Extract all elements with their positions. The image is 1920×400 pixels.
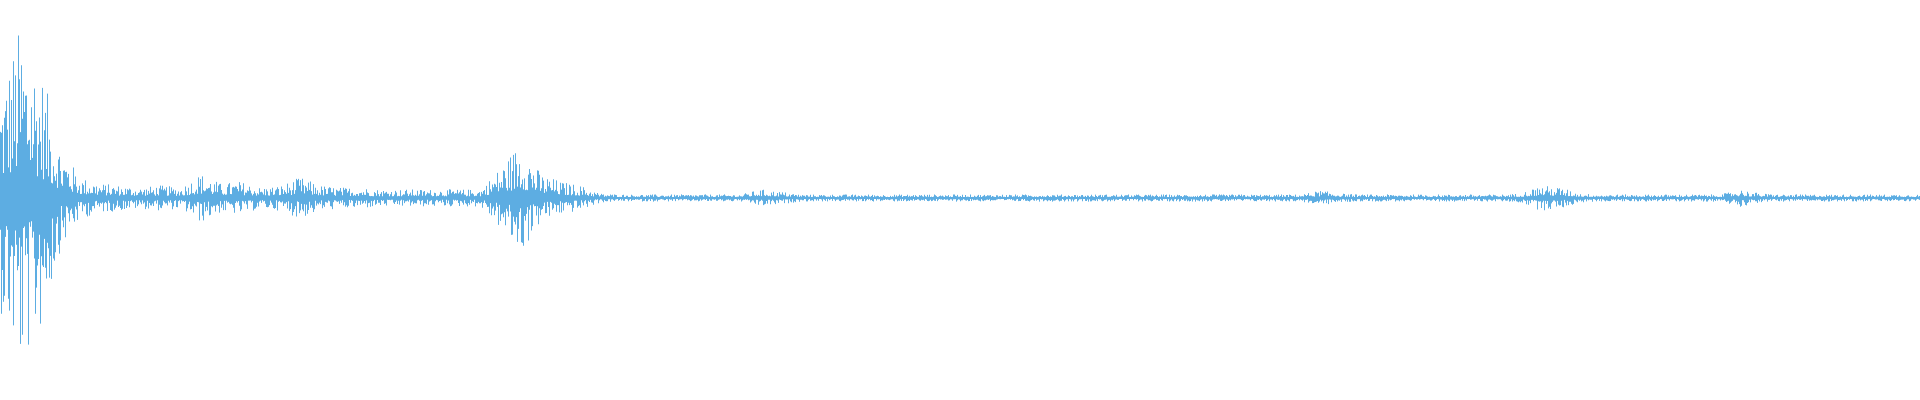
waveform-segment [40, 87, 60, 324]
waveform-segment [120, 188, 140, 210]
waveform-segment [1480, 194, 1500, 202]
waveform-segment [1720, 192, 1740, 205]
waveform-segment [580, 186, 600, 208]
waveform-segment [80, 180, 100, 217]
waveform-segment [1760, 193, 1780, 203]
waveform-segment [1340, 193, 1360, 202]
waveform-segment [1320, 191, 1340, 205]
waveform-segment [1740, 190, 1760, 207]
waveform-segment [1000, 194, 1020, 202]
waveform-segment [0, 35, 20, 326]
waveform-segment [1400, 194, 1420, 202]
waveform-segment [1660, 194, 1680, 202]
waveform-segment [980, 194, 1000, 202]
waveform-segment [1240, 194, 1260, 202]
waveform-segment [1820, 194, 1840, 202]
waveform-segment [1360, 194, 1380, 202]
waveform-segment [1700, 194, 1720, 202]
waveform-segment [1600, 194, 1620, 202]
waveform-segment [640, 194, 660, 202]
waveform-segment [1120, 194, 1140, 202]
waveform-segment [1260, 194, 1280, 202]
waveform-segment [340, 187, 360, 208]
waveform-segment [1900, 194, 1920, 202]
waveform-segment [280, 178, 300, 217]
waveform-segment [1540, 186, 1560, 211]
waveform-segment [1560, 189, 1580, 208]
waveform-segment [880, 194, 900, 202]
waveform-segment [520, 169, 540, 246]
waveform-segment [1860, 194, 1880, 202]
waveform-segment [820, 194, 840, 202]
waveform-segment [660, 194, 680, 202]
waveform-segment [1160, 194, 1180, 202]
waveform-segment [960, 194, 980, 202]
waveform-segment [1500, 194, 1520, 203]
waveform-segment [140, 186, 160, 211]
waveform-segment [620, 194, 640, 202]
waveform-segment [500, 153, 520, 242]
waveform-segment [1300, 191, 1320, 204]
waveform-segment [1460, 194, 1480, 202]
waveform-segment [480, 172, 500, 225]
waveform-segment [1040, 194, 1060, 202]
waveform-segment [20, 65, 40, 345]
waveform-segment [1140, 194, 1160, 202]
waveform-segment [440, 189, 460, 207]
waveform-segment [1180, 195, 1200, 202]
waveform-segment [1220, 194, 1240, 202]
waveform-segment [1840, 194, 1860, 202]
waveform-segment [1520, 188, 1540, 210]
waveform-segment [1440, 194, 1460, 202]
waveform-segment [900, 194, 920, 202]
waveform-segment [1380, 194, 1400, 202]
waveform-segment [760, 189, 780, 206]
waveform-segment [200, 176, 220, 221]
waveform-segment [800, 194, 820, 202]
waveform-segment [1200, 194, 1220, 202]
waveform-segment [100, 184, 120, 212]
waveform-segment [1060, 194, 1080, 202]
waveform-segment [1420, 194, 1440, 202]
waveform-segment [300, 178, 320, 216]
waveform-segment [680, 194, 700, 202]
waveform-segment [180, 177, 200, 221]
waveform-segment [240, 183, 260, 212]
waveform-segment [360, 189, 380, 208]
waveform-segment [1100, 194, 1120, 202]
waveform-segment [780, 192, 800, 204]
waveform-segment [420, 190, 440, 207]
waveform-segment [840, 194, 860, 202]
waveform-segment [60, 167, 80, 241]
waveform-segment [320, 186, 340, 210]
waveform-segment [540, 177, 560, 216]
waveform-segment [1620, 194, 1640, 202]
waveform-segment [1800, 194, 1820, 201]
waveform-segment [1780, 194, 1800, 202]
waveform-segment [380, 190, 400, 206]
waveform-segment [1640, 194, 1660, 202]
waveform-segment [740, 191, 760, 205]
waveform-segment [560, 182, 580, 213]
waveform-segment [700, 194, 720, 201]
waveform-segment [1580, 194, 1600, 203]
waveform-segment [1020, 194, 1040, 202]
waveform-segment [860, 194, 880, 202]
waveform-segment [920, 194, 940, 202]
waveform-segment [220, 182, 240, 213]
waveform-segment [1680, 194, 1700, 202]
waveform-segment [720, 194, 740, 202]
waveform-segment [1080, 194, 1100, 202]
waveform-segment [1280, 194, 1300, 202]
waveform-segment [600, 193, 620, 203]
waveform-segment [940, 194, 960, 202]
waveform-segment [1880, 194, 1900, 202]
waveform-segment [260, 187, 280, 211]
waveform-segment [460, 189, 480, 207]
waveform-segment [400, 189, 420, 206]
waveform-segment [160, 185, 180, 210]
